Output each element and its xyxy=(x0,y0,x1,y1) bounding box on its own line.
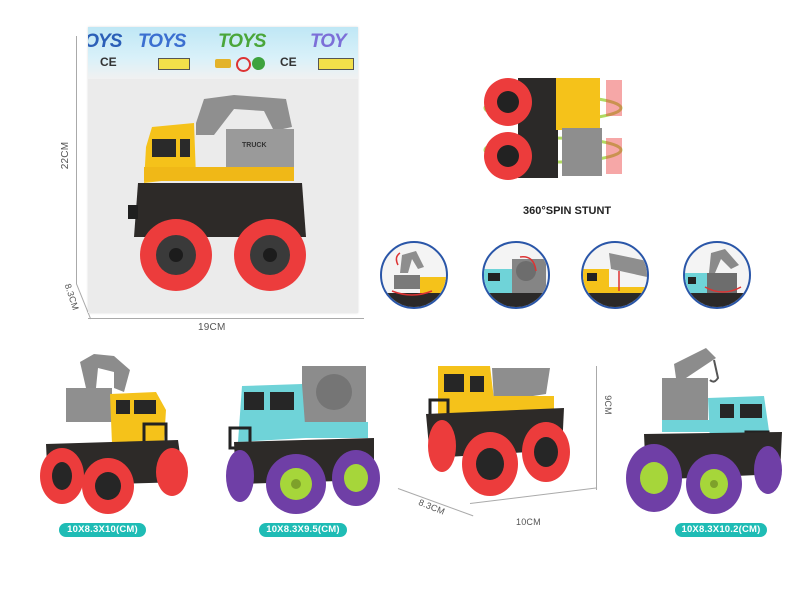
product-crane-image xyxy=(614,338,784,518)
package-height-line xyxy=(76,36,77,284)
product-excavator-image xyxy=(34,348,194,514)
package-header-strip: TOYS TOYS TOYS TOY CE CE xyxy=(88,27,358,79)
detail-circle-excavator xyxy=(380,241,448,309)
product-dump-image xyxy=(420,366,580,506)
size-label-crane: 10X8.3X10.2(CM) xyxy=(675,523,767,537)
package-height-label: 22CM xyxy=(60,141,72,170)
warning-label-icon xyxy=(158,58,190,70)
brand-logo-text: TOY xyxy=(310,31,347,52)
brand-logo-text: TOYS xyxy=(218,31,266,52)
brand-logo-text: TOYS xyxy=(138,31,186,52)
ce-mark: CE xyxy=(280,55,297,69)
no-small-parts-icon xyxy=(236,57,251,72)
spin-stunt-image xyxy=(478,68,628,190)
product-width-label: 10CM xyxy=(516,517,541,527)
package-width-line xyxy=(88,318,364,319)
detail-circle-crane xyxy=(683,241,751,309)
detail-circle-dump xyxy=(581,241,649,309)
package-width-label: 19CM xyxy=(198,322,226,333)
product-height-line xyxy=(596,366,597,490)
brand-logo-text: TOYS xyxy=(88,31,122,52)
svg-text:TRUCK: TRUCK xyxy=(242,142,267,149)
warning-label-icon xyxy=(318,58,354,70)
size-label-excavator: 10X8.3X10(CM) xyxy=(59,523,146,537)
detail-circle-mixer xyxy=(482,241,550,309)
ce-mark: CE xyxy=(100,55,117,69)
product-height-label: 9CM xyxy=(602,395,613,415)
package-truck-image: TRUCK xyxy=(124,87,324,297)
product-package: TOYS TOYS TOYS TOY CE CE TRUCK xyxy=(88,27,358,313)
bus-icon xyxy=(215,59,231,68)
product-mixer-image xyxy=(224,358,384,516)
recycle-icon xyxy=(252,57,265,70)
spin-stunt-label: 360°SPIN STUNT xyxy=(523,205,612,217)
size-label-mixer: 10X8.3X9.5(CM) xyxy=(259,523,347,537)
